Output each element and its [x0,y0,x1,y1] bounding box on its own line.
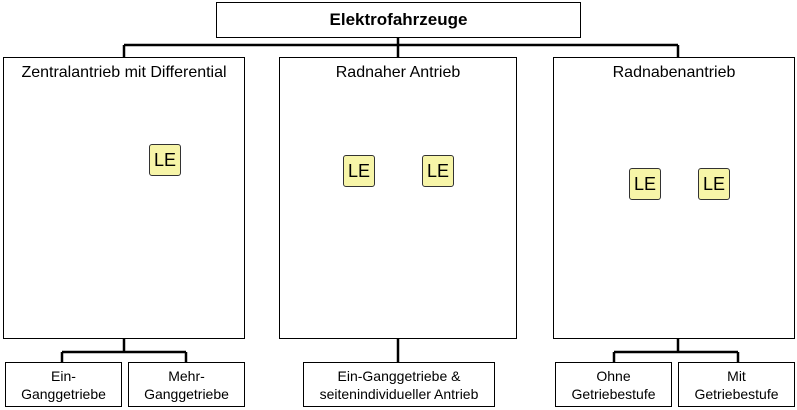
leaf-line: Ein- [51,368,76,384]
power-electronics-box: LE [698,168,730,200]
power-electronics-box: LE [629,168,661,200]
leaf-line: Ohne [596,368,631,384]
power-electronics-box: LE [343,155,375,187]
leaf-line: Ein-Ganggetriebe & [337,368,461,384]
panel-central-drive: Zentralantrieb mit Differential [3,57,245,339]
root-node: Elektrofahrzeuge [216,2,581,38]
leaf-single-speed: Ein- Ganggetriebe [5,362,122,407]
panel-title: Radnabenantrieb [612,64,736,81]
leaf-line: Mit [727,368,746,384]
leaf-line: Ganggetriebe [144,386,229,402]
panel-hub-drive: Radnabenantrieb [553,57,795,339]
power-electronics-box: LE [149,144,181,176]
root-title: Elektrofahrzeuge [329,10,468,29]
panel-near-wheel-drive: Radnaher Antrieb [279,57,517,339]
leaf-line: Mehr- [168,368,205,384]
connector-lines [60,38,740,362]
leaf-single-speed-individual: Ein-Ganggetriebe & seitenindividueller A… [303,362,495,407]
leaf-line: seitenindividueller Antrieb [319,386,479,402]
leaf-line: Getriebestufe [571,386,656,402]
leaf-multi-speed: Mehr- Ganggetriebe [128,362,245,407]
leaf-line: Getriebestufe [694,386,779,402]
leaf-without-gear: Ohne Getriebestufe [555,362,672,407]
leaf-line: Ganggetriebe [21,386,106,402]
leaf-with-gear: Mit Getriebestufe [678,362,795,407]
panel-title: Radnaher Antrieb [335,64,461,81]
panel-title: Zentralantrieb mit Differential [21,64,227,81]
power-electronics-box: LE [422,155,454,187]
